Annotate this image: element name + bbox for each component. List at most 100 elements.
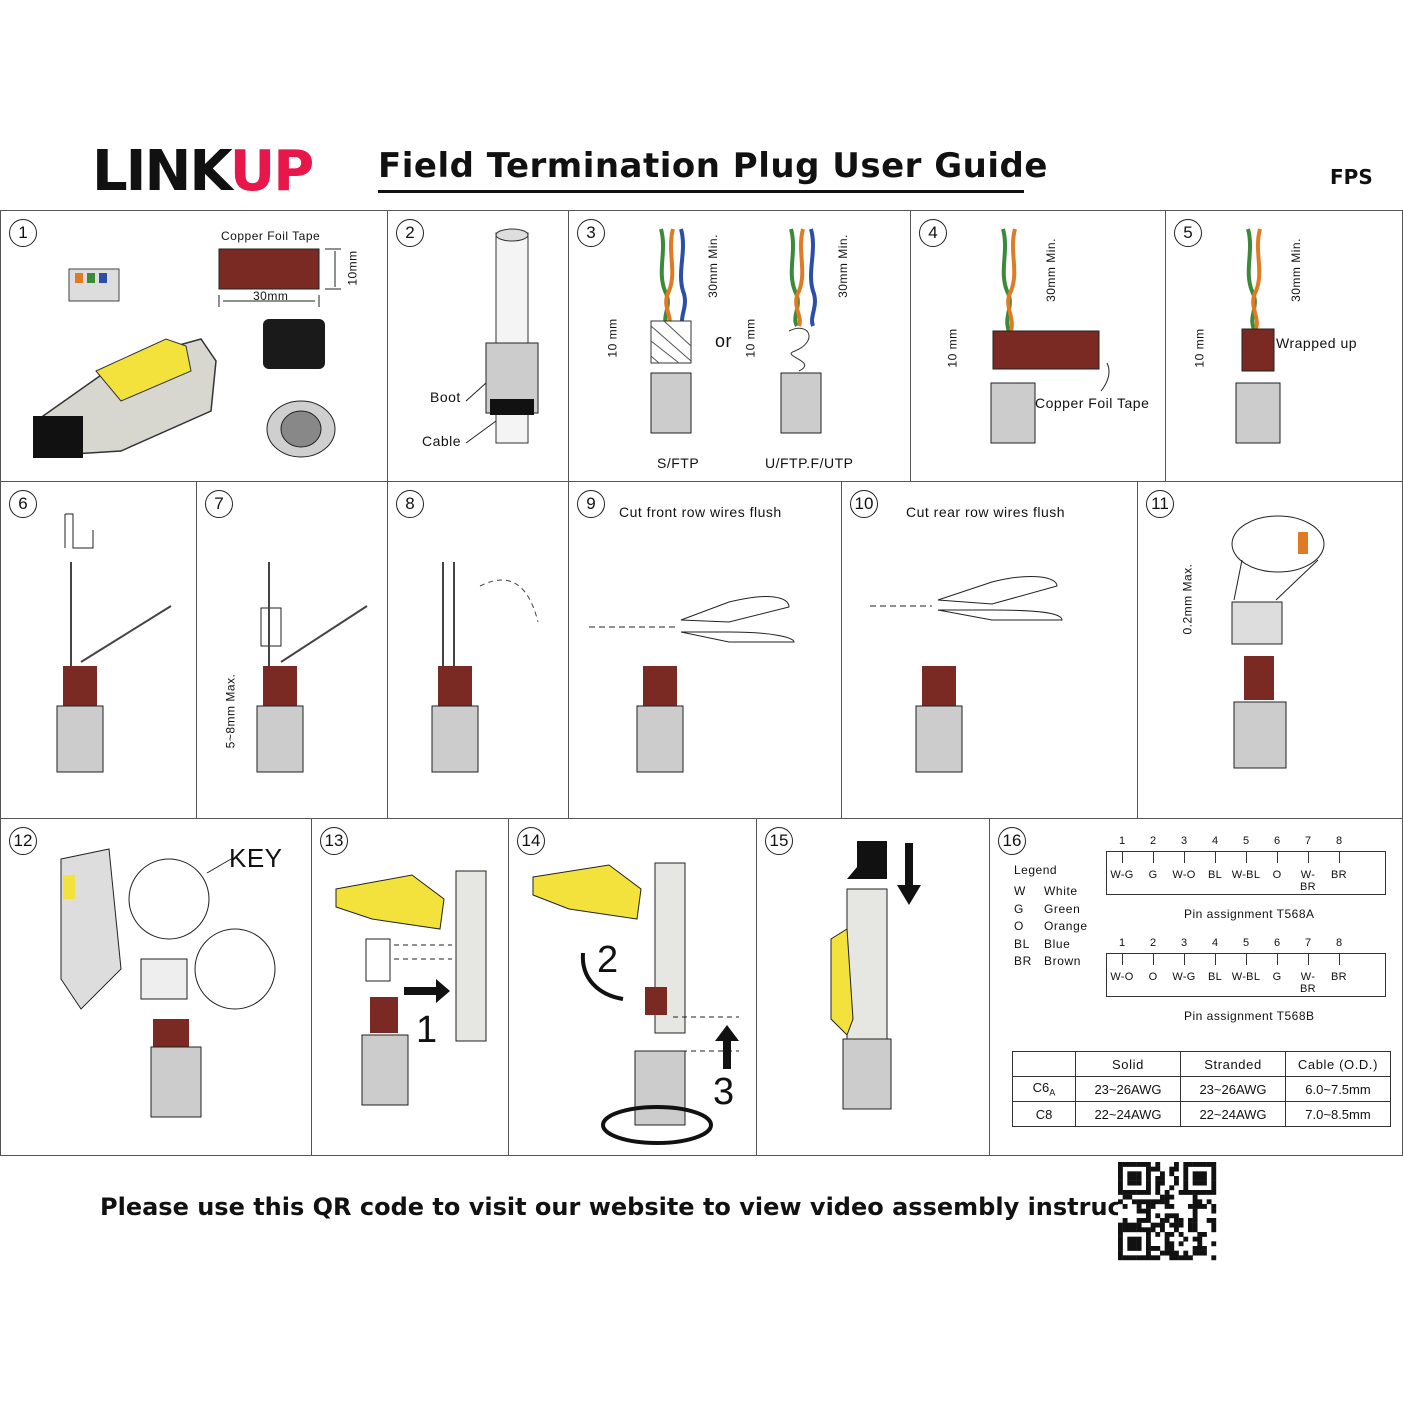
legend-title: Legend: [1014, 863, 1058, 877]
pin-number: 4: [1211, 937, 1219, 949]
table-header: Cable (O.D.): [1285, 1051, 1391, 1077]
ten-mm-label: 10 mm: [945, 328, 960, 368]
qr-module: [1155, 1176, 1161, 1181]
legend-name: Blue: [1044, 936, 1071, 951]
qr-module: [1188, 1204, 1193, 1209]
t568a-caption: Pin assignment T568A: [1184, 907, 1315, 921]
qr-module: [1160, 1218, 1165, 1223]
table-header: [1012, 1051, 1076, 1077]
qr-module: [1202, 1232, 1207, 1237]
step-13-panel: 13 1: [311, 818, 509, 1156]
qr-module: [1160, 1194, 1165, 1200]
qr-module: [1164, 1250, 1170, 1256]
qr-module: [1174, 1162, 1179, 1167]
od-cell: 6.0~7.5mm: [1285, 1076, 1391, 1102]
step-5-panel: 5 Wrapped up 30mm Min. 10 mm: [1165, 210, 1403, 482]
qr-module: [1136, 1162, 1142, 1167]
qr-module: [1118, 1185, 1123, 1191]
category-cell: C8: [1012, 1101, 1076, 1127]
qr-module: [1202, 1176, 1207, 1181]
qr-code-image[interactable]: [1118, 1162, 1217, 1261]
pin-wire-label: O: [1148, 971, 1158, 983]
pin-wire-label: W-O: [1110, 971, 1134, 983]
qr-module: [1127, 1190, 1133, 1195]
qr-module: [1136, 1204, 1142, 1209]
cable-spec-table: Solid Stranded Cable (O.D.) C6A 23~26AWG…: [1012, 1051, 1391, 1127]
qr-module: [1202, 1180, 1207, 1186]
pin-tick: [1122, 953, 1123, 965]
pin-number: 2: [1149, 835, 1157, 847]
qr-module: [1188, 1190, 1193, 1195]
qr-module: [1192, 1194, 1198, 1200]
qr-module: [1174, 1213, 1179, 1219]
step-number: 1: [9, 219, 37, 247]
qr-module: [1211, 1176, 1217, 1181]
qr-module: [1174, 1218, 1179, 1223]
qr-module: [1183, 1176, 1189, 1181]
qr-module: [1211, 1204, 1217, 1209]
qr-module: [1136, 1255, 1142, 1261]
qr-module: [1169, 1204, 1175, 1209]
qr-module: [1127, 1162, 1133, 1167]
qr-module: [1174, 1250, 1179, 1256]
qr-module: [1192, 1190, 1198, 1195]
pin-number: 1: [1118, 937, 1126, 949]
qr-module: [1183, 1180, 1189, 1186]
pin-tick: [1339, 851, 1340, 863]
cable-with-boot-illustration: [465, 228, 539, 444]
qr-module: [1164, 1199, 1170, 1205]
pin-number: 5: [1242, 835, 1250, 847]
legend-code: W: [1014, 884, 1026, 898]
key-alignment-illustration: [60, 848, 276, 1118]
qr-module: [1136, 1236, 1142, 1242]
qr-module: [1178, 1241, 1184, 1247]
qr-module: [1211, 1218, 1217, 1223]
qr-module: [1155, 1190, 1161, 1195]
pin-wire-label: W-G: [1110, 869, 1134, 881]
qr-module: [1188, 1255, 1193, 1261]
table-header-row: Solid Stranded Cable (O.D.): [1012, 1051, 1391, 1077]
qr-module: [1188, 1227, 1193, 1233]
step-instruction: Cut front row wires flush: [619, 504, 782, 520]
solid-cell: 22~24AWG: [1075, 1101, 1181, 1127]
qr-module: [1122, 1162, 1128, 1167]
cut-rear-wires-illustration: [870, 576, 1063, 773]
qr-module: [1136, 1190, 1142, 1195]
step-number: 11: [1146, 490, 1174, 518]
qr-module: [1155, 1255, 1161, 1261]
qr-module: [1197, 1176, 1203, 1181]
qr-module: [1127, 1236, 1133, 1242]
qr-module: [1146, 1199, 1151, 1205]
pin-tick: [1122, 851, 1123, 863]
qr-module: [1132, 1222, 1137, 1228]
qr-module: [1146, 1241, 1151, 1247]
logo-link-text: LINK: [92, 139, 232, 204]
qr-module: [1150, 1199, 1156, 1205]
step-4-panel: 4 Copper Foil Tape 30mm Min. 10 mm: [910, 210, 1166, 482]
qr-module: [1155, 1232, 1161, 1237]
pin-wire-label: BR: [1331, 971, 1347, 983]
qr-module: [1127, 1222, 1133, 1228]
step-number: 8: [396, 490, 424, 518]
qr-module: [1118, 1232, 1123, 1237]
pin-number: 2: [1149, 937, 1157, 949]
stranded-cell: 22~24AWG: [1180, 1101, 1286, 1127]
wrapped-foil-illustration: [1235, 228, 1281, 444]
qr-module: [1206, 1162, 1212, 1167]
qr-module: [1197, 1232, 1203, 1237]
qr-module: [1146, 1246, 1151, 1251]
qr-module: [1188, 1218, 1193, 1223]
qr-module: [1122, 1255, 1128, 1261]
insert-guide-illustration: [256, 562, 368, 773]
cut-front-wires-illustration: [589, 596, 795, 773]
qr-module: [1211, 1171, 1217, 1177]
qr-module: [1150, 1255, 1156, 1261]
qr-module: [1164, 1194, 1170, 1200]
qr-module: [1192, 1213, 1198, 1219]
qr-module: [1132, 1162, 1137, 1167]
pin-number: 6: [1273, 835, 1281, 847]
pin-wire-label: W-O: [1172, 869, 1196, 881]
qr-module: [1197, 1246, 1203, 1251]
qr-module: [1160, 1250, 1165, 1256]
